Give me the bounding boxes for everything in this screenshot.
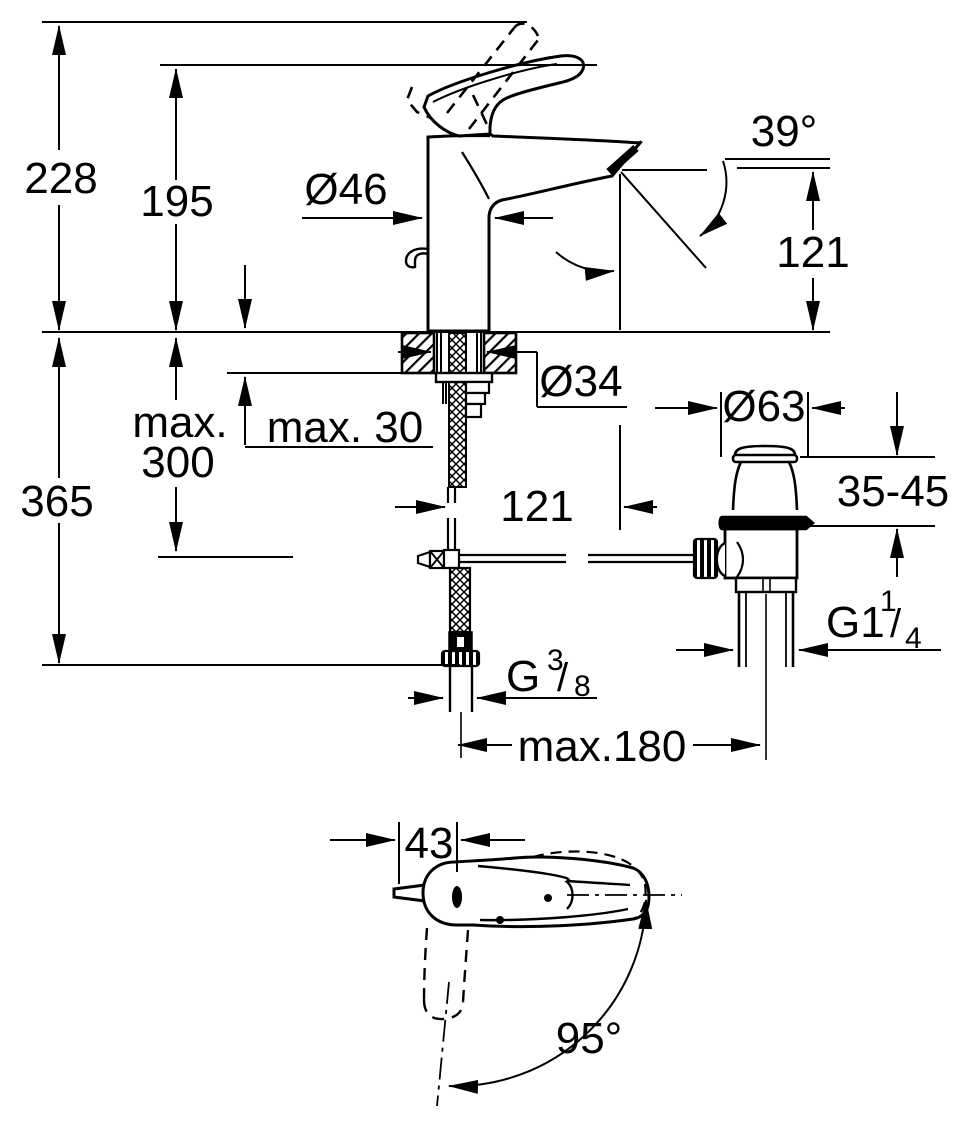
faucet-side-view bbox=[404, 22, 644, 333]
braided-hose bbox=[448, 566, 472, 634]
faucet-body bbox=[426, 132, 644, 333]
waste-knob bbox=[692, 537, 719, 580]
dim-label-95deg: 95° bbox=[556, 1014, 623, 1063]
dim-label-g38-slash: / bbox=[557, 656, 569, 700]
dim-label-35-45: 35-45 bbox=[837, 467, 950, 516]
dim-label-d46: Ø46 bbox=[304, 165, 387, 214]
dim-label-max180: max.180 bbox=[518, 722, 687, 771]
dim-label-max30: max. 30 bbox=[267, 403, 424, 452]
lever-handle bbox=[422, 54, 586, 138]
dim-label-g114-slash: / bbox=[890, 602, 902, 646]
g38-nut bbox=[440, 649, 481, 668]
dim-label-max-word: max. bbox=[132, 398, 227, 447]
dim-label-g114-main: G1 bbox=[826, 598, 885, 647]
lever-handle-raised bbox=[405, 22, 540, 132]
dim-label-365: 365 bbox=[20, 477, 93, 526]
reference-lines bbox=[42, 21, 935, 884]
dim-label-121-projection: 121 bbox=[500, 482, 573, 531]
waste-valve-body bbox=[723, 527, 799, 580]
dim-label-g38-main: G bbox=[506, 652, 540, 701]
deck-and-mounting bbox=[400, 331, 694, 758]
threaded-shank bbox=[448, 332, 467, 488]
dim-label-d63: Ø63 bbox=[722, 382, 805, 431]
dim-label-d34: Ø34 bbox=[539, 357, 622, 406]
spray-angle-line bbox=[620, 171, 707, 269]
waste-plug-cap bbox=[733, 444, 797, 456]
pivot-slot bbox=[452, 886, 462, 908]
waste-thread-band bbox=[734, 576, 798, 594]
pop-up-waste-assembly bbox=[692, 444, 815, 760]
dim-label-g114-den: 4 bbox=[905, 622, 922, 655]
hose-hook bbox=[404, 247, 429, 269]
dimension-labels: 228 195 Ø46 39° 121 Ø34 max. 300 max. 30… bbox=[20, 107, 949, 1063]
rotated-handle bbox=[422, 927, 470, 1021]
thread-labels: G1 1 / 4 G 3 / 8 bbox=[506, 585, 922, 703]
spray-angle-arc bbox=[699, 160, 728, 237]
dim-label-39deg: 39° bbox=[751, 107, 818, 156]
rotated-centerline bbox=[436, 981, 450, 1107]
dim-label-121-height: 121 bbox=[776, 228, 849, 277]
dim-label-g38-num: 3 bbox=[547, 644, 564, 677]
dim-label-g38-den: 8 bbox=[574, 670, 591, 703]
shank-washer bbox=[434, 371, 494, 384]
dim-label-228: 228 bbox=[24, 154, 97, 203]
dimension-lines bbox=[52, 25, 941, 1094]
top-view-spout-tip bbox=[392, 883, 427, 903]
hose-junction bbox=[442, 548, 461, 570]
swivel-angle-arc bbox=[448, 899, 653, 1094]
dim-label-300: 300 bbox=[141, 438, 214, 487]
dim-label-43: 43 bbox=[405, 819, 454, 868]
dim-label-g114-num: 1 bbox=[880, 585, 897, 618]
dim-label-195: 195 bbox=[140, 177, 213, 226]
rod-end-tip bbox=[416, 550, 432, 569]
waste-neck bbox=[731, 461, 799, 511]
waste-flange bbox=[718, 515, 815, 531]
